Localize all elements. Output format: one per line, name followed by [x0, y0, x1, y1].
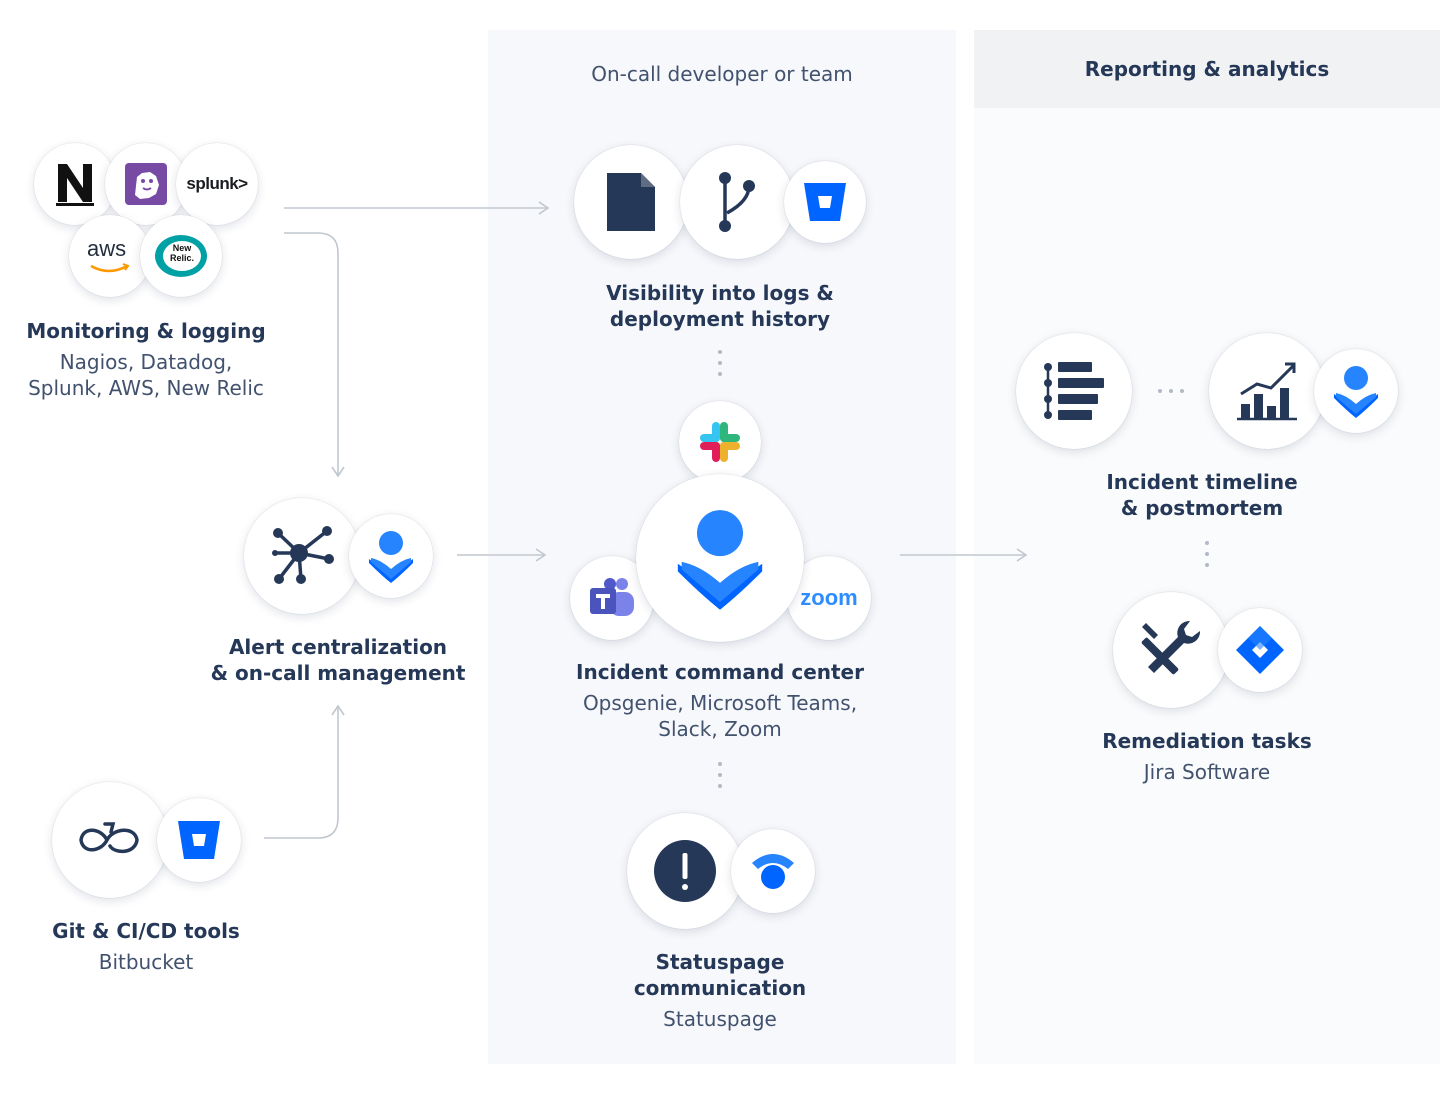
reporting-column-panel [974, 30, 1440, 1064]
statuspage-circle [731, 829, 815, 913]
splunk-logo-text: splunk> [186, 174, 248, 193]
remediation-subtitle: Jira Software [1143, 760, 1271, 784]
zoom-logo-text: zoom [800, 585, 858, 610]
git-title: Git & CI/CD tools [52, 919, 240, 943]
jira-diamond-icon [1236, 626, 1284, 674]
network-hub-icon [272, 526, 334, 584]
new-relic-ring-icon [155, 235, 207, 277]
nagios-logo-circle [34, 143, 116, 225]
command-title: Incident command center [576, 660, 864, 684]
git-subtitle: Bitbucket [98, 950, 194, 974]
arrow-git-to-alert [264, 704, 345, 839]
visibility-title-line-2: deployment history [609, 307, 831, 331]
slack-circle [679, 401, 761, 483]
timeline-title-line-1: Incident timeline [1106, 470, 1298, 494]
aws-smile-icon [90, 263, 130, 273]
visibility-title-line-1: Visibility into logs & [606, 281, 834, 305]
opsgenie-large-circle [636, 474, 804, 642]
microsoft-teams-icon [590, 578, 634, 616]
statuspage-icon [752, 854, 794, 889]
document-icon [607, 173, 655, 231]
wrench-screwdriver-icon [1141, 620, 1201, 675]
logs-document-circle [574, 145, 688, 259]
statuspage-subtitle: Statuspage [663, 1007, 777, 1031]
bitbucket-circle-visibility [784, 161, 866, 243]
on-call-column-header: On-call developer or team [591, 62, 853, 86]
statuspage-title-line-2: communication [633, 976, 807, 1000]
alert-title-line-1: Alert centralization [228, 635, 448, 659]
alert-title-line-2: & on-call management [210, 661, 466, 685]
arrow-monitoring-to-alert [284, 232, 345, 478]
new-relic-text-1: New [172, 243, 192, 253]
command-subtitle-line-2: Slack, Zoom [658, 717, 782, 741]
opsgenie-large-icon [677, 510, 763, 610]
reporting-header-band [974, 30, 1440, 108]
datadog-dog-icon [125, 163, 167, 205]
opsgenie-icon [1334, 366, 1378, 418]
aws-logo-circle: aws [69, 215, 151, 297]
bar-chart-trend-icon [1237, 362, 1297, 421]
monitoring-title: Monitoring & logging [26, 319, 266, 343]
datadog-logo-circle [105, 143, 187, 225]
opsgenie-icon [369, 531, 413, 583]
splunk-logo-circle: splunk> [176, 143, 258, 225]
pipelines-circle [52, 782, 168, 898]
slack-hash-icon [700, 422, 740, 462]
timeline-list-icon [1044, 362, 1104, 420]
command-subtitle-line-1: Opsgenie, Microsoft Teams, [582, 691, 858, 715]
new-relic-logo: New Relic. [153, 233, 209, 279]
aws-logo: aws [85, 236, 135, 276]
alert-network-circle [244, 498, 360, 614]
aws-logo-text: aws [87, 236, 127, 261]
tools-circle [1113, 592, 1229, 708]
bitbucket-circle-git [157, 798, 241, 882]
git-branch-icon [719, 172, 755, 232]
opsgenie-small-circle-timeline [1314, 349, 1398, 433]
reporting-column-header: Reporting & analytics [1084, 57, 1330, 81]
statuspage-title-line-1: Statuspage [655, 950, 785, 974]
bitbucket-icon [804, 183, 846, 221]
alert-exclamation-circle [627, 813, 743, 929]
nagios-n-icon [56, 164, 94, 206]
monitoring-subtitle-line-1: Nagios, Datadog, [59, 350, 233, 374]
timeline-list-circle [1016, 333, 1132, 449]
new-relic-text-2: Relic. [169, 253, 194, 263]
branch-circle [680, 145, 794, 259]
jira-circle [1218, 608, 1302, 692]
bitbucket-icon [178, 821, 220, 859]
timeline-title-line-2: & postmortem [1120, 496, 1284, 520]
opsgenie-small-circle-alert [349, 514, 433, 598]
new-relic-logo-circle: New Relic. [140, 215, 222, 297]
remediation-title: Remediation tasks [1102, 729, 1312, 753]
exclamation-icon [654, 840, 716, 902]
analytics-chart-circle [1209, 333, 1325, 449]
pipelines-loop-icon [79, 822, 139, 854]
monitoring-subtitle-line-2: Splunk, AWS, New Relic [28, 376, 264, 400]
